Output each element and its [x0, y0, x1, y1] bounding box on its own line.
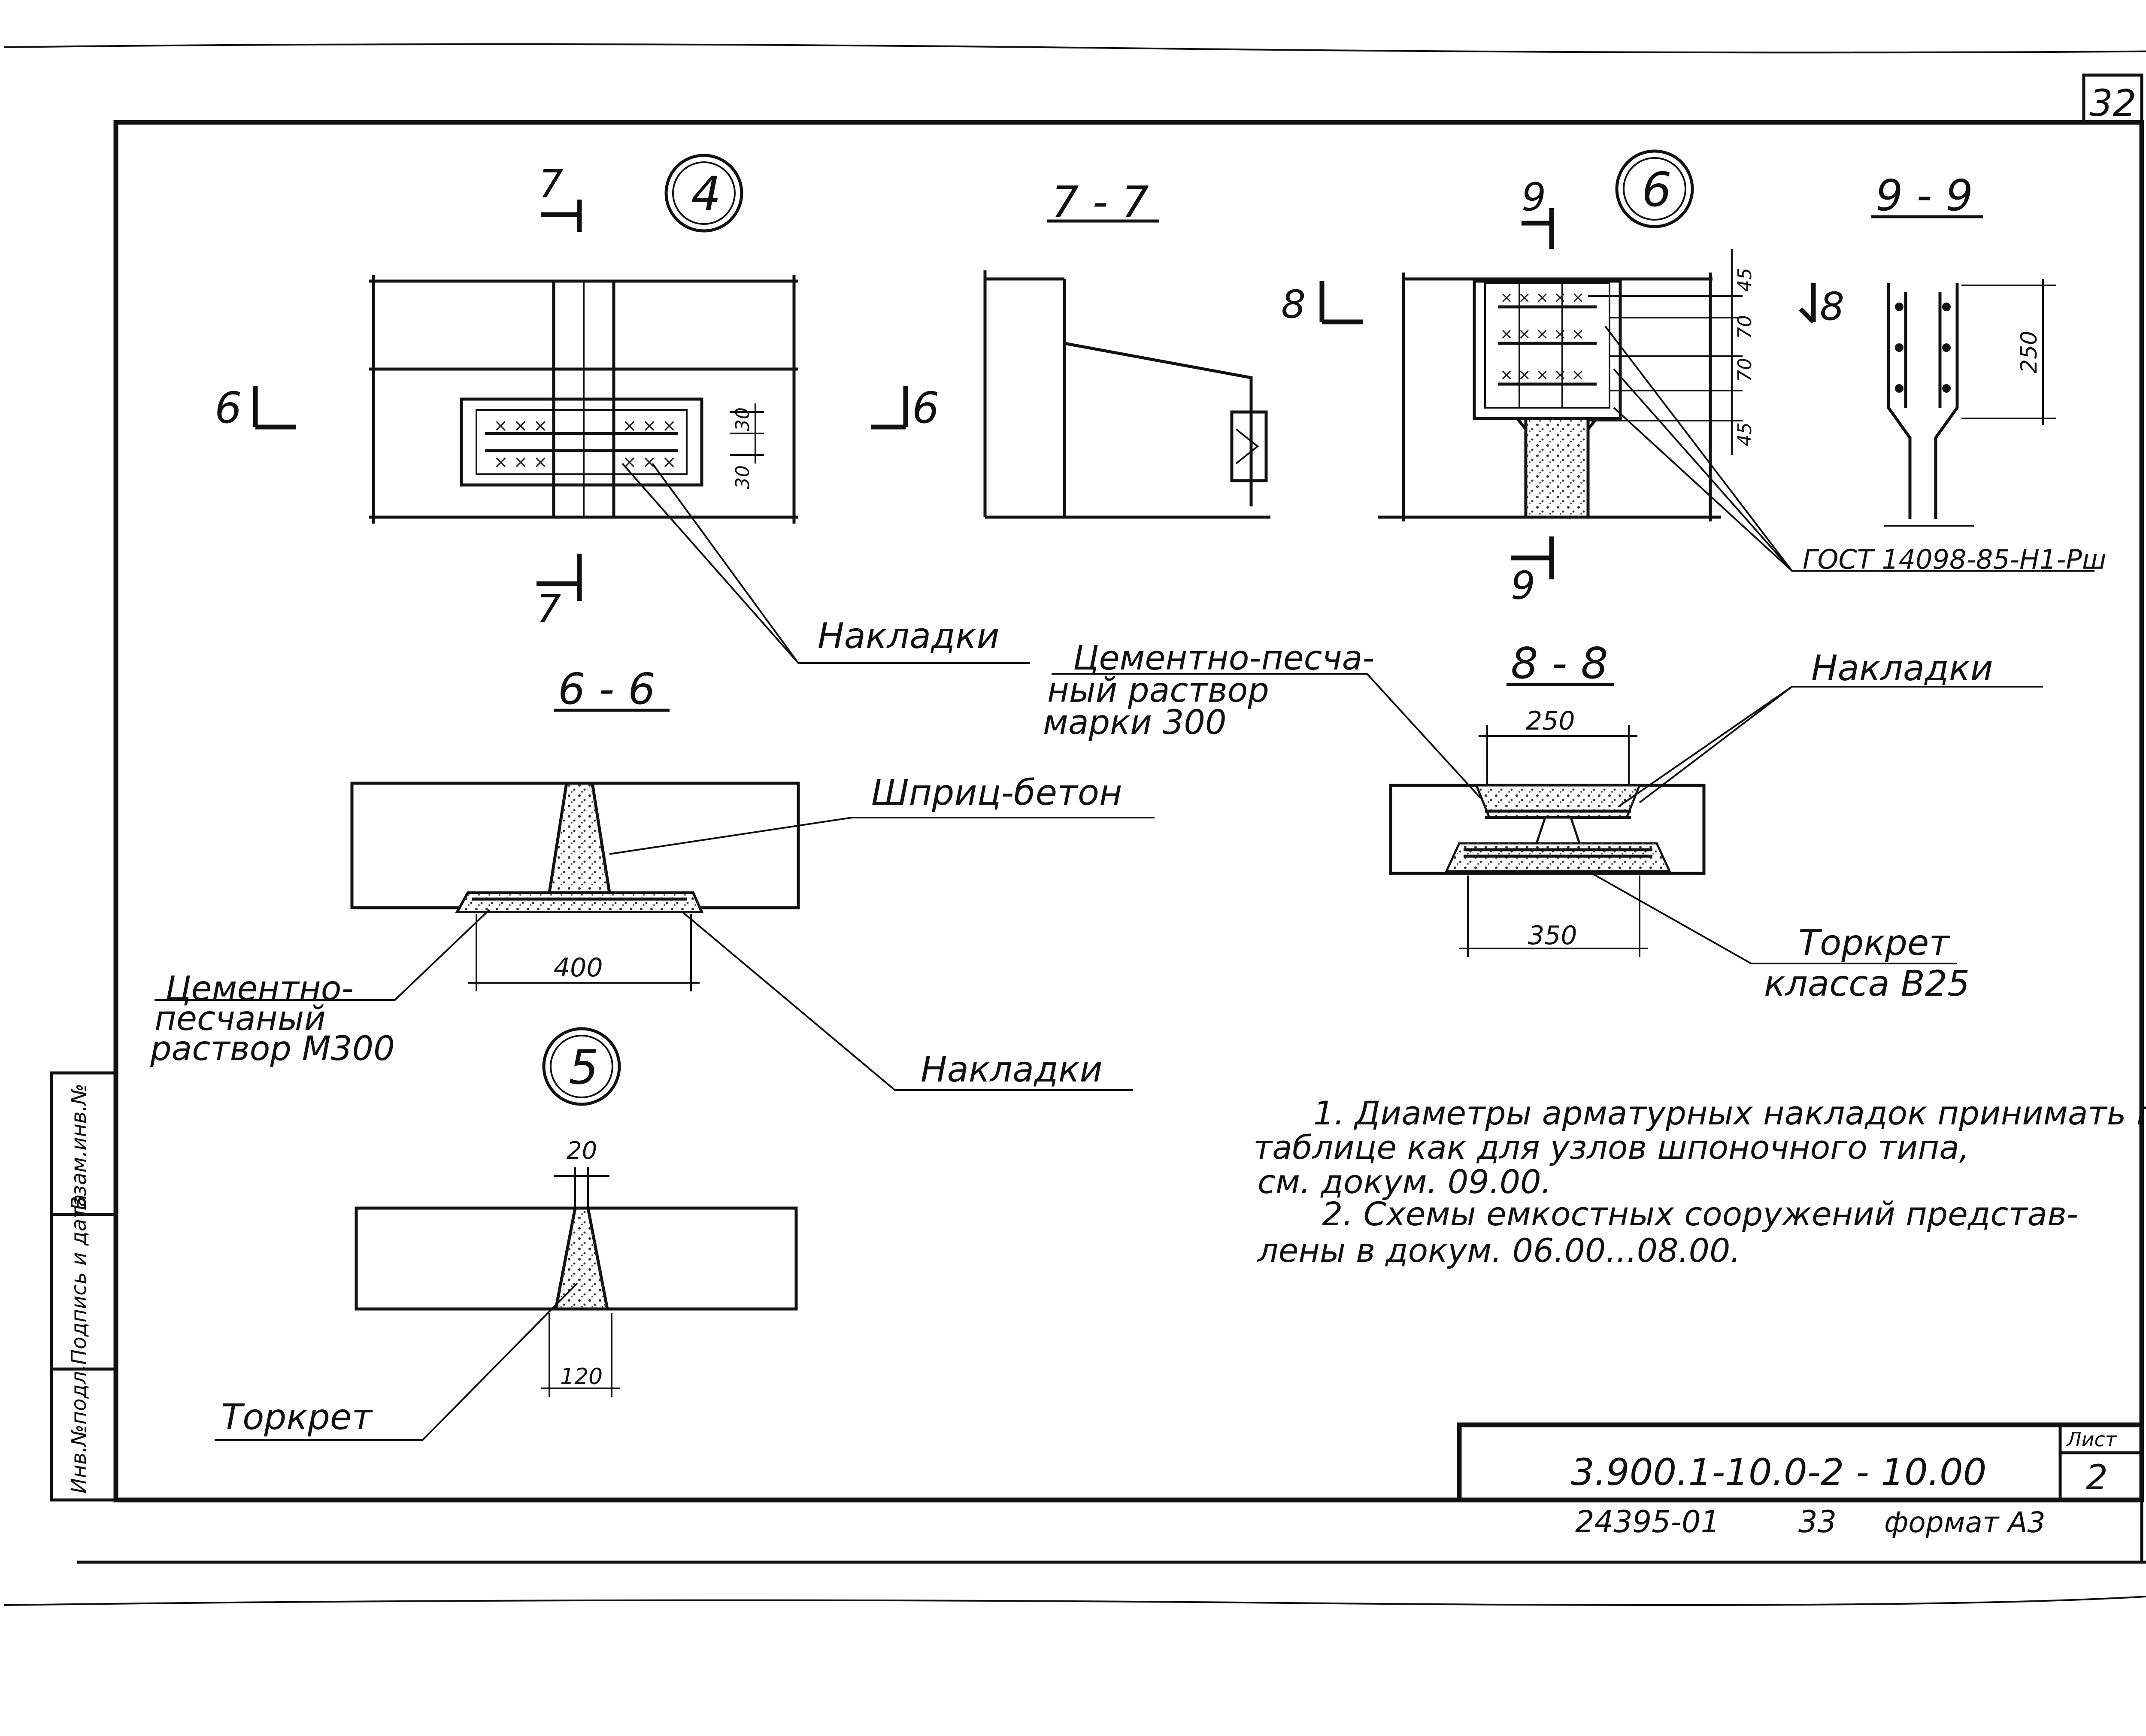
title-doc-code: 3.900.1-10.0-2 - 10.00 [1571, 1451, 1986, 1494]
corner-number-box [2082, 73, 2143, 124]
note-line-4: 2. Схемы емкостных сооружений представ- [1322, 1195, 2078, 1233]
dim-node6-70a: 70 [1734, 315, 1756, 339]
title-archive-no: 24395-01 [1575, 1504, 1720, 1539]
section-9-9: 9 - 9 250 [1871, 170, 2056, 527]
callout-cement-88-line3: марки 300 [1043, 703, 1227, 742]
scan-top-edge [4, 43, 2146, 54]
svg-text:× × ×: × × × [494, 452, 548, 472]
callout-gost: ГОСТ 14098-85-Н1-Рш [1803, 544, 2107, 575]
title-page-no: 33 [1798, 1504, 1837, 1539]
section-9-9-title: 9 - 9 [1876, 170, 1973, 221]
sheet-corner-number: 32 [2089, 82, 2136, 125]
dim-sec88-350: 350 [1528, 921, 1577, 951]
cut-7-bottom-label: 7 [536, 587, 561, 632]
callout-nakladki-1: Накладки [818, 616, 1000, 657]
node-5-number: 5 [569, 1040, 599, 1095]
svg-text:× × ×: × × × [494, 416, 548, 436]
cut-9-top-label: 9 [1522, 175, 1546, 220]
title-block: 3.900.1-10.0-2 - 10.00 Лист 2 24395-01 3… [1457, 1422, 2144, 1539]
callout-nakladki-2: Накладки [921, 1049, 1103, 1090]
dim-node6-70b: 70 [1734, 358, 1756, 382]
callout-cement-88-line1: Цементно-песча- [1073, 639, 1375, 678]
dim-sec88-250: 250 [1526, 706, 1575, 736]
dim-node5-20: 20 [567, 1137, 597, 1165]
stamp-inv-podl: Инв.№подл. [67, 1364, 91, 1494]
section-8-8-title: 8 - 8 [1511, 638, 1608, 688]
note-line-2: таблице как для узлов шпоночного типа, [1253, 1128, 1970, 1166]
cut-7-top-label: 7 [539, 162, 563, 207]
callout-torkret-5: Торкрет [221, 1397, 373, 1438]
callout-cement-66-line1: Цементно- [165, 969, 354, 1008]
scan-bottom-edge [4, 1596, 2146, 1606]
svg-text:× × ×: × × × [622, 416, 676, 436]
node-5-section: 5 20 120 Торкрет [215, 1027, 798, 1441]
stamp-podpis: Подпись и дата [67, 1194, 91, 1365]
note-line-1: 1. Диаметры арматурных накладок принимат… [1313, 1094, 2146, 1132]
side-stamp: Инв.№подл. Подпись и дата Взам.инв.№ [50, 1071, 118, 1502]
section-7-7: 7 - 7 6 [871, 177, 1270, 519]
node-6-plan: 6 9 9 8 8 × × × × × × × × × × × × × × × … [1281, 149, 2107, 608]
dim-node4-30a: 30 [732, 407, 754, 431]
stamp-vzam: Взам.инв.№ [67, 1084, 91, 1210]
callout-torkret-class-line1: Торкрет [1798, 923, 1950, 963]
callout-cement-88-line2: ный раствор [1047, 671, 1269, 710]
dim-sec66-400: 400 [554, 953, 603, 983]
title-format: формат А3 [1884, 1506, 2046, 1539]
note-line-5: лены в докум. 06.00...08.00. [1257, 1231, 1741, 1269]
svg-text:× × × × ×: × × × × × [1500, 325, 1585, 343]
cut-6-left-label: 6 [215, 383, 242, 433]
callout-cement-66-line2: песчаный [155, 1000, 326, 1038]
section-8-8: 8 - 8 Цементно-песча- ный раствор марки … [1043, 638, 2043, 1004]
node-4-number: 4 [691, 167, 721, 221]
node-4-plan: 4 7 7 6 × × × × × × × × × × × × 30 30 На… [215, 154, 1030, 664]
cut-8-right-label: 8 [1820, 284, 1844, 329]
dim-node6-45a: 45 [1734, 268, 1756, 292]
cut-8-left-label: 8 [1281, 282, 1306, 327]
title-sheet-label: Лист [2066, 1428, 2117, 1451]
callout-nakladki-3: Накладки [1811, 648, 1993, 689]
callout-torkret-class-line2: класса В25 [1764, 963, 1970, 1004]
dim-node5-120: 120 [560, 1364, 603, 1390]
dim-node4-30b: 30 [732, 465, 754, 489]
notes: 1. Диаметры арматурных накладок принимат… [1253, 1094, 2146, 1269]
section-6-6: 6 - 6 400 Шприц-бетон Цементно- песчаный… [150, 664, 1155, 1091]
cut-9-bottom-label: 9 [1511, 563, 1535, 608]
callout-shpric-beton: Шприц-бетон [871, 773, 1122, 813]
callout-cement-66-line3: раствор М300 [150, 1030, 395, 1068]
svg-text:× × × × ×: × × × × × [1500, 366, 1585, 384]
section-7-7-title: 7 - 7 [1052, 177, 1149, 227]
section-6-6-title: 6 - 6 [558, 664, 655, 714]
svg-text:× × ×: × × × [622, 452, 676, 472]
node-6-number: 6 [1642, 162, 1672, 217]
dim-node6-45b: 45 [1734, 422, 1756, 446]
dim-sec99-250: 250 [2016, 331, 2042, 373]
cut-6-right-label: 6 [912, 383, 940, 433]
note-line-3: см. докум. 09.00. [1258, 1163, 1552, 1201]
title-sheet-number: 2 [2086, 1457, 2108, 1497]
svg-text:× × × × ×: × × × × × [1500, 289, 1585, 306]
